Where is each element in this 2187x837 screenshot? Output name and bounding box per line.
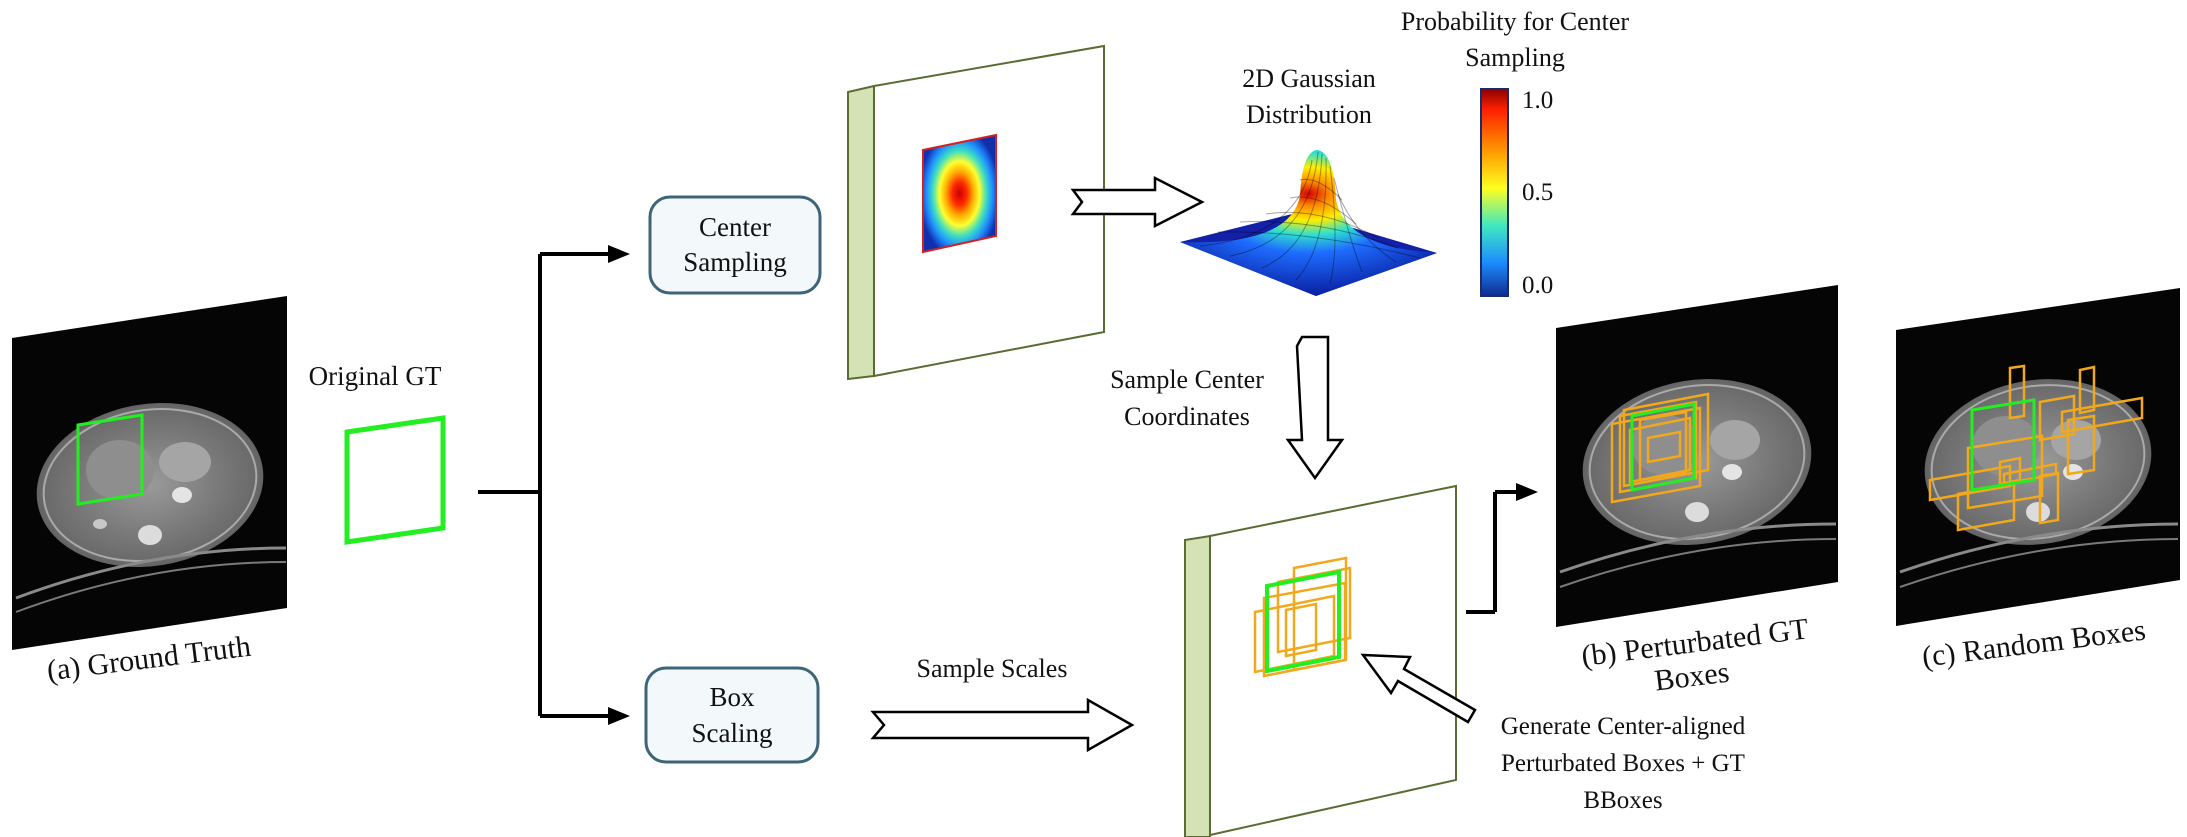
colorbar-tick: 0.5: [1522, 179, 1553, 206]
branch-connector: [478, 252, 612, 718]
ground-truth-panel: [12, 296, 287, 650]
gt-box-on-plane: [1265, 569, 1341, 674]
generate-line2: Perturbated Boxes + GT: [1501, 750, 1745, 777]
center-sampling-box: Center Sampling: [648, 195, 822, 295]
random-boxes-caption: (c) Random Boxes: [1920, 613, 2147, 673]
box-scaling-line1: Box: [709, 682, 755, 712]
box-scaling-line2: Scaling: [692, 718, 773, 748]
gaussian-label-line2: Distribution: [1246, 100, 1372, 129]
arrow-head-to-center-sampling: [608, 245, 630, 263]
gaussian-surface: [1180, 150, 1437, 296]
probability-title-line1: Probability for Center: [1401, 7, 1630, 36]
arrow-sample-scales: [870, 697, 1135, 753]
arrow-head-to-perturbated: [1516, 483, 1538, 501]
generate-line3: BBoxes: [1583, 787, 1662, 814]
sample-scales-label: Sample Scales: [917, 654, 1068, 683]
output-connector: [1466, 490, 1520, 614]
colorbar: [1480, 88, 1509, 297]
sample-center-line1: Sample Center: [1110, 365, 1264, 394]
arrow-down-sample-center: [1285, 335, 1345, 481]
perturbation-plane: [1184, 484, 1457, 837]
arrow-head-to-box-scaling: [608, 707, 630, 725]
center-sampling-line2: Sampling: [683, 247, 787, 277]
heatmap-plane: [847, 44, 1105, 381]
random-boxes-panel: [1896, 288, 2180, 626]
box-scaling-box: Box Scaling: [644, 666, 820, 764]
generate-line1: Generate Center-aligned: [1501, 713, 1746, 740]
probability-title-line2: Sampling: [1465, 43, 1565, 72]
original-gt-label: Original GT: [309, 361, 442, 391]
arrow-generate: [1360, 653, 1477, 724]
perturbated-panel: [1556, 285, 1838, 627]
colorbar-tick: 1.0: [1522, 87, 1553, 114]
sample-center-line2: Coordinates: [1124, 402, 1250, 431]
center-sampling-line1: Center: [699, 212, 771, 242]
center-heatmap: [922, 133, 997, 254]
arrow-to-gaussian: [1070, 175, 1205, 229]
colorbar-tick: 0.0: [1522, 272, 1553, 299]
gaussian-label-line1: 2D Gaussian: [1242, 64, 1376, 93]
original-gt-box: [344, 415, 446, 545]
gt-box-on-ct: [76, 413, 144, 506]
